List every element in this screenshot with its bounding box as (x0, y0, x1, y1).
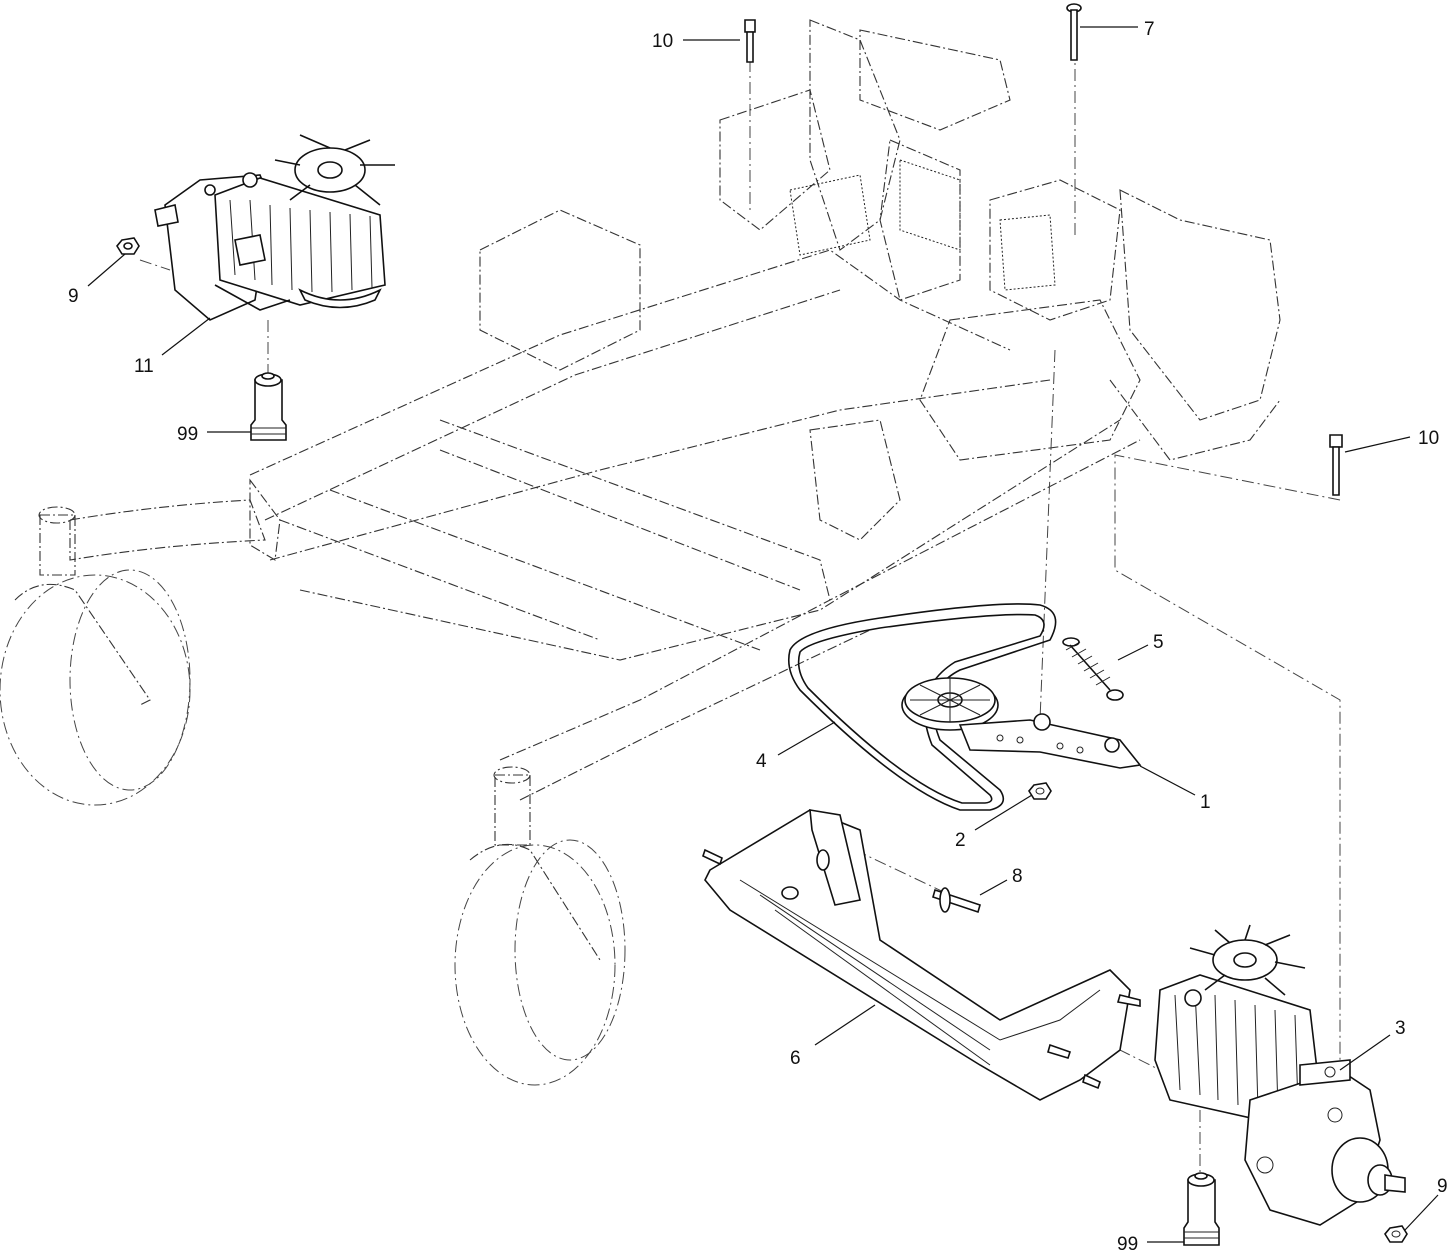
socket-upper (250, 372, 287, 441)
leader-10b (1344, 436, 1411, 453)
callout-99-upper: 99 (177, 424, 198, 445)
extension-spring (1062, 637, 1124, 701)
callout-10-right: 10 (1418, 428, 1439, 449)
callout-8: 8 (1012, 866, 1023, 887)
callout-6: 6 (790, 1048, 801, 1069)
nut-2 (1028, 782, 1052, 800)
callout-3: 3 (1395, 1018, 1406, 1039)
leader-9a (87, 253, 126, 287)
idler-pulley-assembly (901, 677, 1142, 769)
callout-9-lower: 9 (1437, 1176, 1448, 1197)
nut-upper (116, 237, 140, 255)
callout-11: 11 (134, 356, 154, 377)
pin-8 (932, 887, 981, 914)
leader-4 (777, 721, 836, 756)
bolt-10-right (1329, 434, 1343, 496)
leader-lines (87, 26, 1439, 1243)
pivot-bolt-7 (1066, 3, 1082, 61)
callout-1: 1 (1200, 792, 1211, 813)
leader-9b (1404, 1194, 1439, 1231)
socket-lower (1183, 1172, 1220, 1246)
callout-9-upper: 9 (68, 286, 79, 307)
hydro-transaxle-upper (154, 134, 395, 321)
mower-frame-phantom (0, 19, 1281, 1086)
hydro-transaxle-lower (1154, 924, 1406, 1226)
callout-labels: 10 7 9 11 99 10 5 4 1 2 8 6 3 9 99 (68, 19, 1448, 1255)
callout-2: 2 (955, 830, 966, 851)
leader-3 (1339, 1034, 1391, 1071)
callout-10-top: 10 (652, 31, 673, 52)
callout-7: 7 (1144, 19, 1155, 40)
callout-4: 4 (756, 751, 767, 772)
leader-2 (974, 794, 1033, 831)
leader-8 (979, 879, 1008, 896)
bolt-10-top (744, 19, 756, 63)
leader-6 (814, 1004, 876, 1046)
leader-5 (1117, 644, 1149, 661)
leader-1 (1139, 765, 1196, 796)
callout-5: 5 (1153, 632, 1164, 653)
leader-11 (161, 317, 211, 356)
pump-mount-plate (702, 809, 1141, 1101)
callout-99-lower: 99 (1117, 1234, 1138, 1255)
nut-lower (1384, 1225, 1408, 1243)
